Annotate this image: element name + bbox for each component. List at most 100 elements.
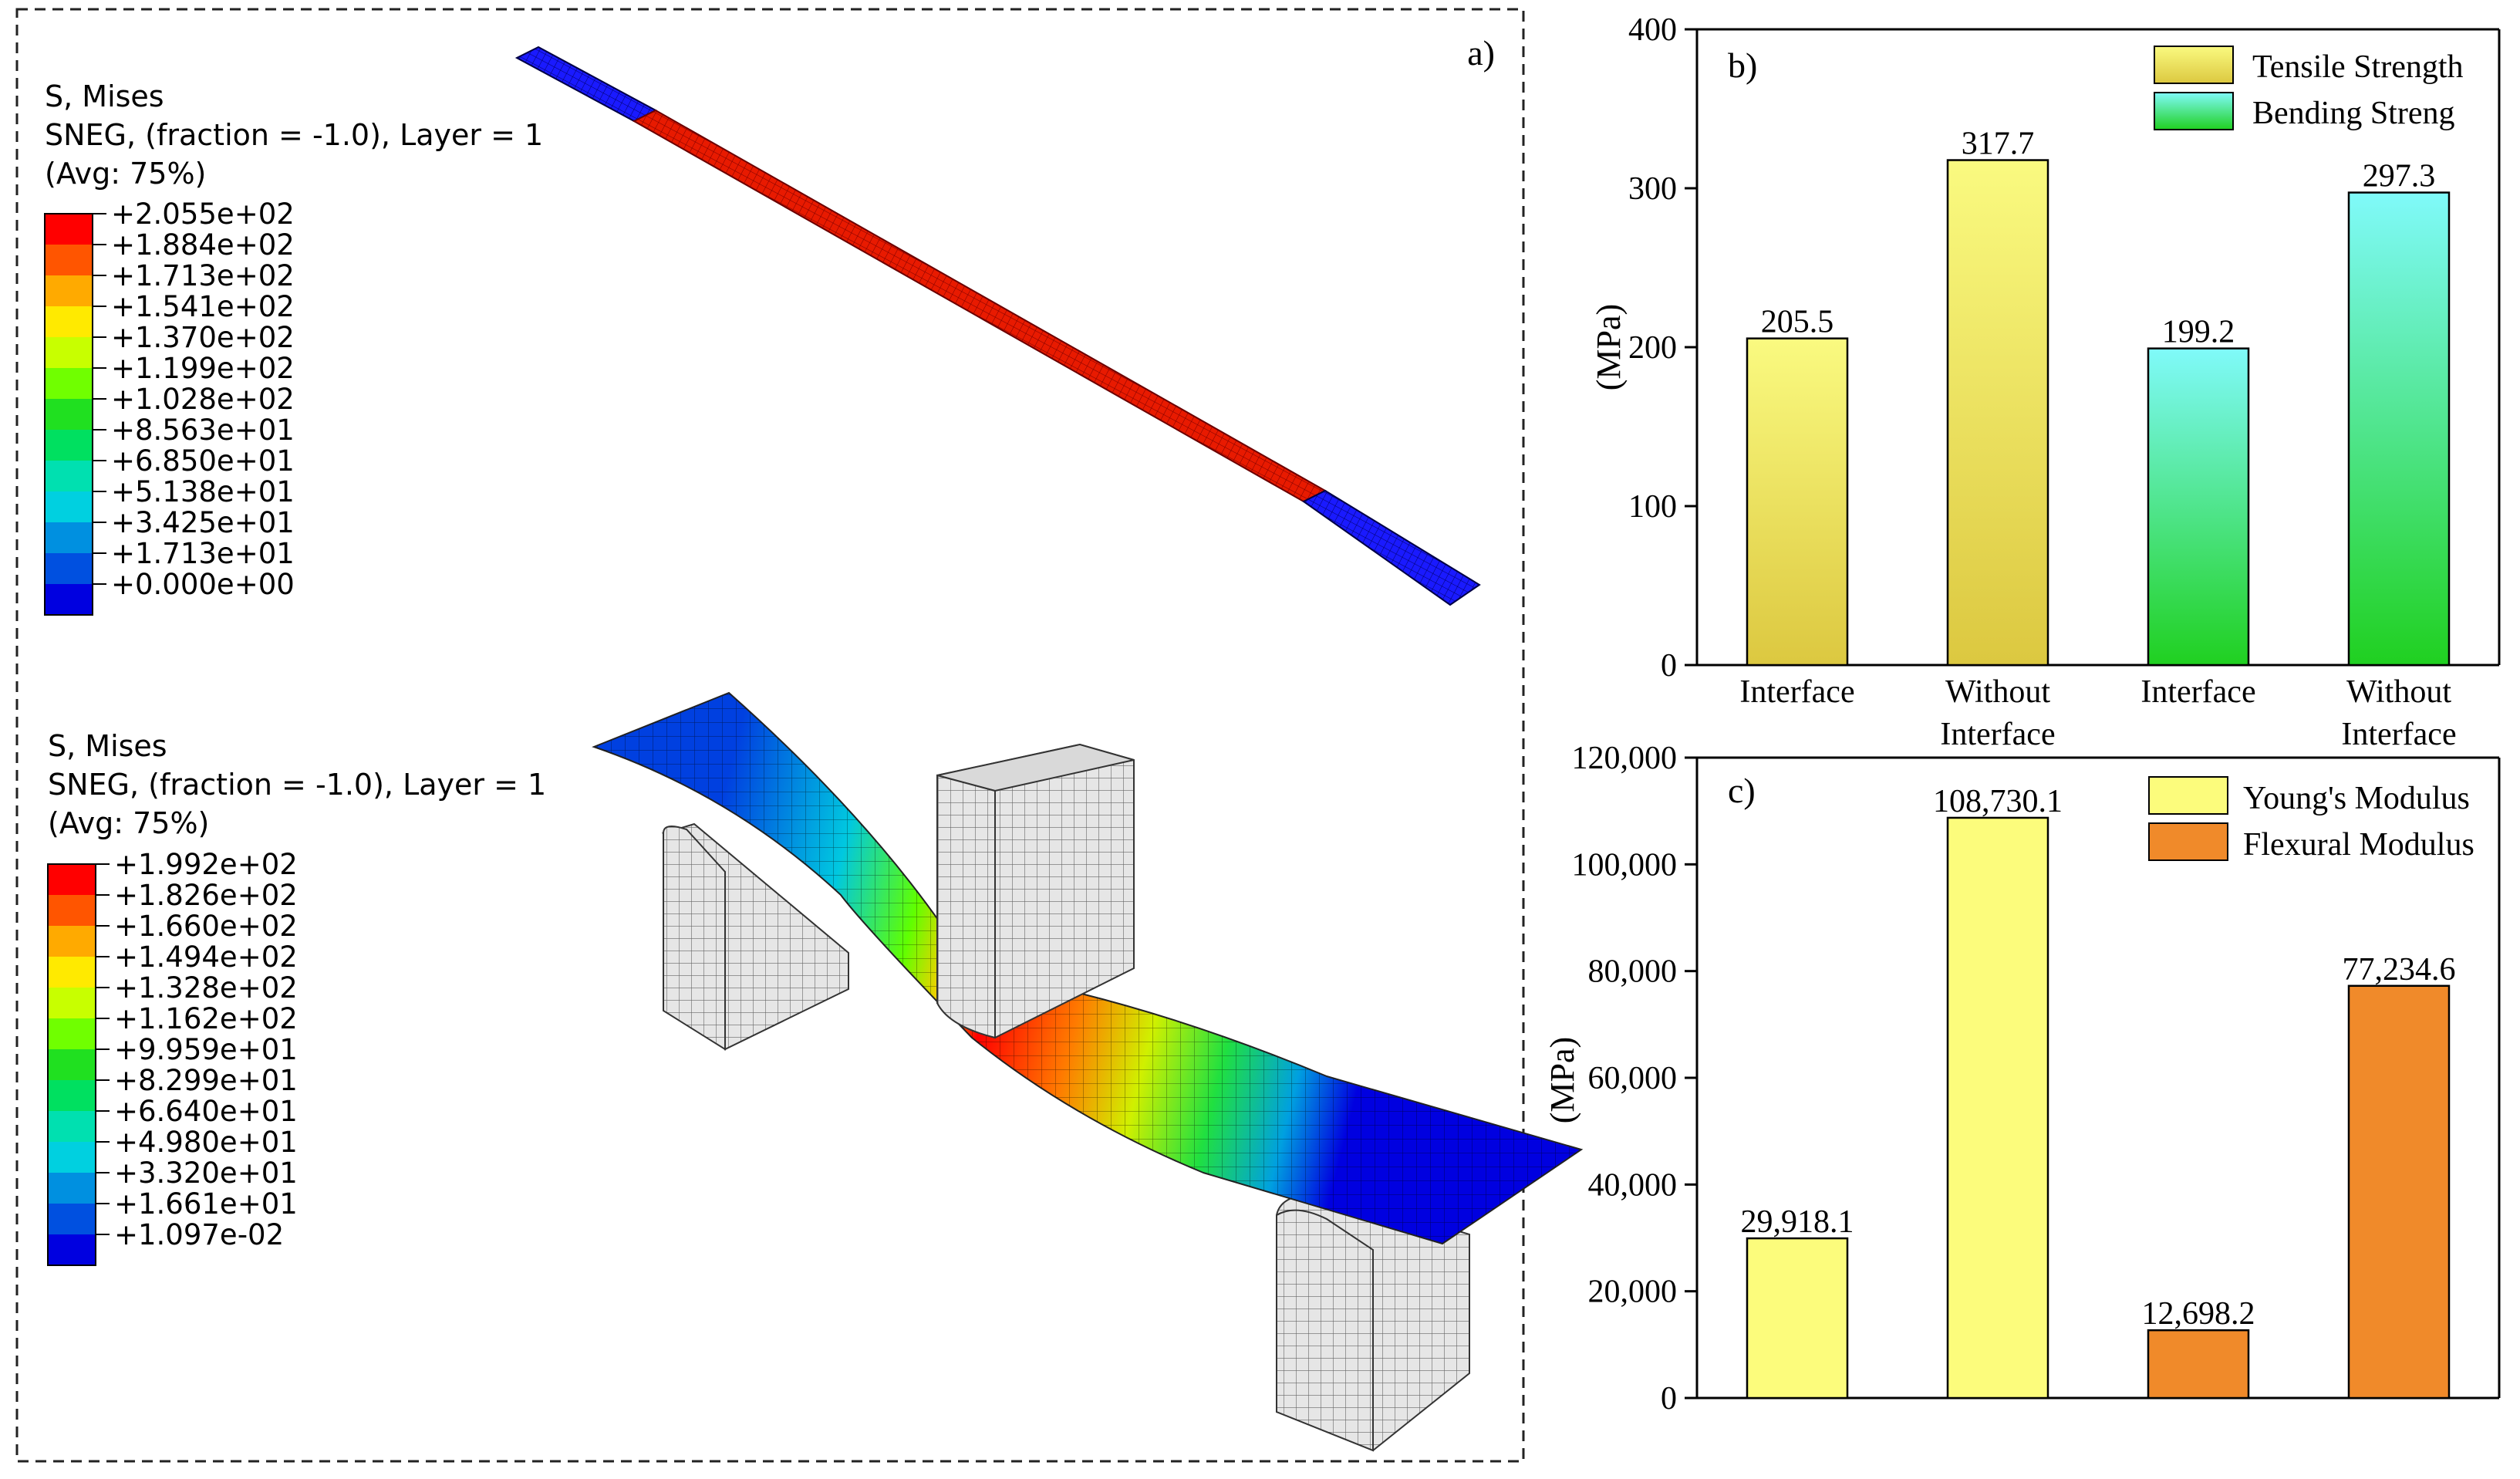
- legend-top-value: +3.425e+01: [111, 506, 295, 539]
- chart-c-ytick-label: 100,000: [1572, 847, 1678, 883]
- chart-b-data-label: 297.3: [2363, 159, 2436, 194]
- legend-label-flexural: Flexural Modulus: [2243, 827, 2474, 863]
- legend-top-value: +1.713e+01: [111, 537, 295, 570]
- chart-b-bar: [2347, 191, 2451, 667]
- legend-bottom: S, Mises SNEG, (fraction = -1.0), Layer …: [47, 729, 546, 1266]
- legend-swatch-bending: [2154, 92, 2234, 130]
- legend-top-value: +2.055e+02: [111, 198, 295, 231]
- legend-bottom-value: +1.162e+02: [114, 1002, 298, 1035]
- legend-bottom-swatch: [48, 864, 96, 895]
- legend-bottom-swatch: [48, 1234, 96, 1265]
- legend-top: S, Mises SNEG, (fraction = -1.0), Layer …: [44, 79, 543, 616]
- legend-top-colorbar: +2.055e+02+1.884e+02+1.713e+02+1.541e+02…: [44, 198, 295, 616]
- chart-b-data-label: 205.5: [1761, 305, 1834, 340]
- chart-b-data-label: 317.7: [1962, 127, 2035, 162]
- chart-b-x-label: Without: [1945, 674, 2050, 710]
- panel-c-modulus-chart: c) (MPa) 0 20,000 40,000 60,000 80,000 100,00…: [1543, 741, 2501, 1417]
- legend-top-value: +6.850e+01: [111, 444, 295, 478]
- loading-nose: [936, 743, 1135, 1039]
- chart-b-data-label: 199.2: [2162, 315, 2235, 350]
- chart-b-ylabel: (MPa): [1590, 304, 1628, 390]
- chart-c-ytick-label: 40,000: [1588, 1167, 1678, 1203]
- chart-b-x-label: Without: [2346, 674, 2451, 710]
- chart-c-ylabel: (MPa): [1543, 1037, 1581, 1123]
- chart-b-ytick-label: 100: [1628, 489, 1677, 525]
- chart-c-ytick-label: 80,000: [1588, 954, 1678, 990]
- chart-c-ytick-label: 60,000: [1588, 1061, 1678, 1096]
- legend-swatch-tensile: [2154, 46, 2234, 84]
- chart-b-ytick-label: 0: [1661, 648, 1677, 684]
- legend-bottom-value: +1.097e-02: [114, 1218, 284, 1251]
- legend-top-swatch: [45, 430, 93, 461]
- legend-top-subtitle: SNEG, (fraction = -1.0), Layer = 1: [45, 118, 543, 152]
- panel-a-fea: a) S, Mises SNEG, (fraction = -1.0), Lay…: [15, 8, 1584, 1463]
- legend-bottom-swatch: [48, 1080, 96, 1111]
- legend-swatch-youngs: [2148, 776, 2228, 815]
- legend-swatch-flexural: [2148, 822, 2228, 861]
- chart-c-ytick-label: 0: [1661, 1381, 1677, 1417]
- legend-label-youngs: Young's Modulus: [2243, 781, 2470, 816]
- legend-label-tensile: Tensile Strength: [2252, 49, 2464, 85]
- specimen-grip-left: [514, 46, 658, 123]
- legend-bottom-swatch: [48, 1204, 96, 1234]
- chart-c-bar: [1746, 1237, 1849, 1400]
- chart-b-legend: Tensile Strength Bending Streng: [2154, 46, 2464, 131]
- legend-top-swatch: [45, 491, 93, 522]
- chart-b-ytick-label: 400: [1628, 12, 1677, 48]
- legend-top-value: +1.713e+02: [111, 259, 295, 292]
- legend-bottom-swatch: [48, 1111, 96, 1142]
- chart-b-bar: [1946, 159, 2049, 667]
- legend-bottom-swatch: [48, 895, 96, 926]
- legend-bottom-colorbar: +1.992e+02+1.826e+02+1.660e+02+1.494e+02…: [47, 848, 298, 1266]
- chart-c-legend: Young's Modulus Flexural Modulus: [2148, 776, 2474, 863]
- panel-a-frame: [15, 8, 1525, 1463]
- support-left: [661, 822, 849, 1051]
- support-right: [1276, 1193, 1470, 1452]
- tensile-specimen-mesh: [514, 46, 1481, 606]
- panel-a-tag: a): [1467, 33, 1495, 73]
- legend-top-swatch: [45, 275, 93, 306]
- legend-bottom-avg: (Avg: 75%): [48, 806, 209, 840]
- legend-top-value: +5.138e+01: [111, 475, 295, 508]
- legend-top-colorbar-frame: [44, 213, 93, 616]
- legend-bottom-swatch: [48, 1049, 96, 1080]
- bending-model: [592, 691, 1584, 1452]
- legend-top-swatch: [45, 522, 93, 553]
- chart-b-ytick-label: 200: [1628, 330, 1677, 366]
- legend-top-swatch: [45, 337, 93, 368]
- legend-bottom-swatch: [48, 1173, 96, 1204]
- legend-top-swatch: [45, 399, 93, 430]
- legend-bottom-swatch: [48, 988, 96, 1018]
- legend-top-value: +1.199e+02: [111, 352, 295, 385]
- chart-b-bar: [2147, 347, 2250, 667]
- chart-c-ytick-label: 120,000: [1572, 741, 1678, 776]
- chart-c-data-label: 29,918.1: [1741, 1204, 1854, 1240]
- legend-bottom-value: +4.980e+01: [114, 1126, 298, 1159]
- legend-top-value: +0.000e+00: [111, 568, 295, 601]
- legend-bottom-value: +1.992e+02: [114, 848, 298, 881]
- legend-top-swatch: [45, 461, 93, 491]
- chart-b-bar: [1746, 337, 1849, 667]
- legend-label-bending: Bending Streng: [2252, 96, 2454, 131]
- legend-top-title: S, Mises: [45, 79, 164, 113]
- legend-bottom-value: +3.320e+01: [114, 1157, 298, 1190]
- legend-top-value: +1.541e+02: [111, 290, 295, 323]
- chart-c-data-label: 108,730.1: [1933, 784, 2063, 819]
- legend-bottom-subtitle: SNEG, (fraction = -1.0), Layer = 1: [48, 768, 546, 802]
- legend-bottom-value: +1.661e+01: [114, 1187, 298, 1221]
- legend-top-swatch: [45, 214, 93, 245]
- chart-c-tag: c): [1728, 771, 1756, 810]
- specimen-grip-right: [1302, 489, 1481, 606]
- legend-top-value: +1.884e+02: [111, 228, 295, 262]
- legend-bottom-value: +1.494e+02: [114, 940, 298, 974]
- legend-bottom-title: S, Mises: [48, 729, 167, 763]
- chart-c-ytick-label: 20,000: [1588, 1275, 1678, 1310]
- chart-c-data-label: 12,698.2: [2142, 1296, 2255, 1332]
- legend-bottom-value: +9.959e+01: [114, 1033, 298, 1066]
- chart-b-x-label: Interface: [1739, 674, 1854, 710]
- legend-bottom-swatch: [48, 1018, 96, 1049]
